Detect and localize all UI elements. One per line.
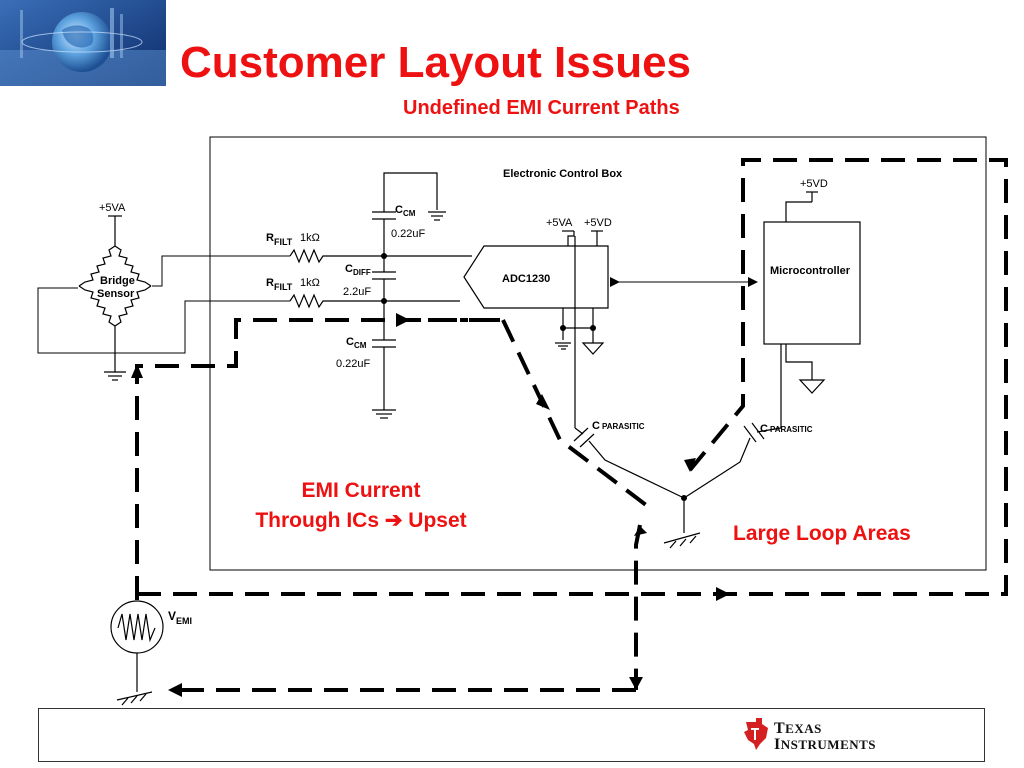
- capacitor-network: [372, 172, 472, 419]
- ccm-top-value: 0.22uF: [391, 228, 426, 240]
- arrowhead: [536, 394, 550, 410]
- rfilt-bottom-label: RFILT: [266, 277, 293, 292]
- slide-title: Customer Layout Issues: [180, 38, 692, 87]
- adc-block: [463, 230, 609, 428]
- arrowhead: [131, 364, 143, 378]
- rfilt-bottom-value: 1kΩ: [300, 277, 320, 289]
- ccm-top-label: CCM: [395, 204, 416, 218]
- mcu-supply: +5VD: [800, 178, 828, 190]
- bridge-sensor: [77, 215, 153, 381]
- ti-logo: TEXAS INSTRUMENTS: [742, 716, 882, 756]
- ccm-bottom-label: CCM: [346, 336, 367, 350]
- bridge-supply-label: +5VA: [99, 202, 126, 214]
- cdiff-label: CDIFF: [345, 263, 371, 277]
- rfilt-top-resistor: [289, 248, 384, 264]
- rfilt-bottom-resistor: [289, 293, 384, 309]
- adc-label: ADC1230: [502, 273, 550, 285]
- globe-logo-icon: [0, 0, 166, 86]
- cdiff-value: 2.2uF: [343, 286, 371, 298]
- node-dot: [381, 298, 387, 304]
- mcu-label: Microcontroller: [770, 265, 851, 277]
- arrowhead: [716, 587, 730, 601]
- parasitic-network: [573, 422, 782, 549]
- rfilt-top-label: RFILT: [266, 232, 293, 247]
- emi-current-text-line1: EMI Current: [301, 479, 420, 502]
- mcu-block: [763, 191, 861, 428]
- vemi-label: VEMI: [168, 609, 192, 626]
- adc-supply-d: +5VD: [584, 217, 612, 229]
- slide-subtitle: Undefined EMI Current Paths: [403, 97, 680, 119]
- bridge-label-line2: Sensor: [97, 288, 135, 300]
- arrowhead: [396, 313, 410, 327]
- footer-bar: [38, 708, 985, 762]
- ccm-bottom-value: 0.22uF: [336, 358, 371, 370]
- vemi-source: [110, 600, 164, 706]
- node-dot: [681, 495, 687, 501]
- bridge-label-line1: Bridge: [100, 275, 135, 287]
- bridge-wiring: [37, 255, 290, 354]
- adc-supply-a: +5VA: [546, 217, 573, 229]
- arrowhead: [634, 526, 647, 536]
- arrowhead: [168, 683, 182, 697]
- node-dot: [590, 325, 596, 331]
- ti-state-icon: [744, 718, 768, 750]
- ti-logo-line2: INSTRUMENTS: [774, 736, 877, 753]
- node-dot: [381, 253, 387, 259]
- arrowhead: [629, 677, 643, 690]
- loop-areas-text: Large Loop Areas: [733, 522, 911, 545]
- control-box-outline: [209, 136, 987, 571]
- node-dot: [560, 325, 566, 331]
- ti-logo-line1: TEXAS: [774, 720, 822, 737]
- control-box-label: Electronic Control Box: [503, 168, 623, 180]
- emi-current-text-line2: Through ICs ➔ Upset: [255, 509, 466, 532]
- rfilt-top-value: 1kΩ: [300, 232, 320, 244]
- arrowhead: [684, 458, 696, 472]
